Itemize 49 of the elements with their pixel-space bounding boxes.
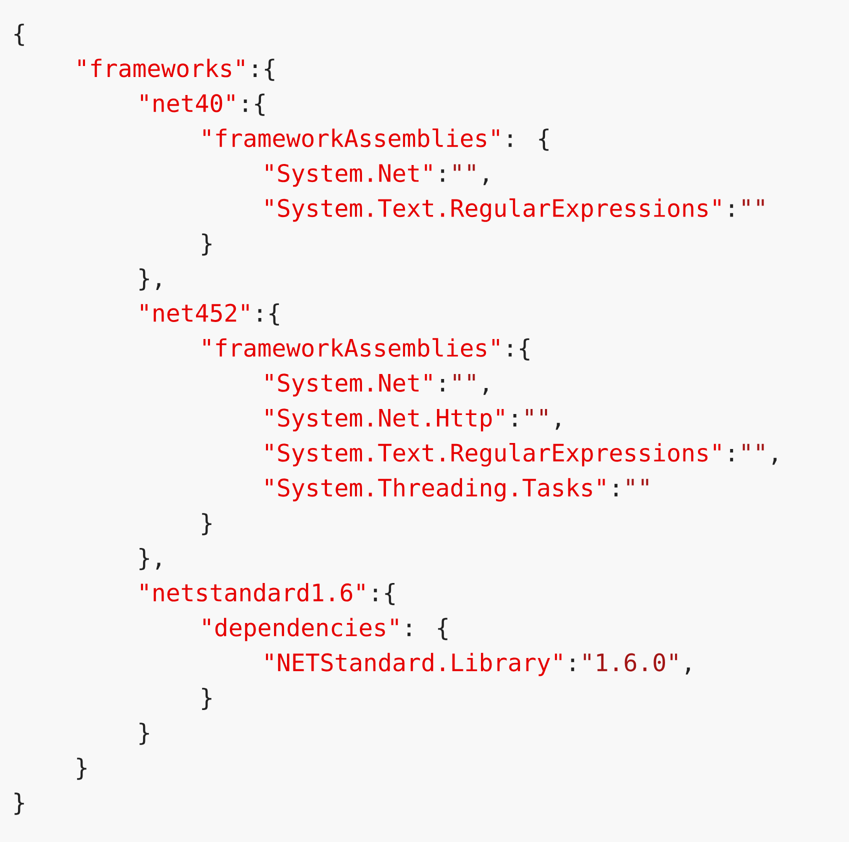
punctuation: {: [14, 24, 24, 46]
json-key: "System.Text.RegularExpressions": [266, 443, 720, 467]
punctuation: }: [140, 722, 149, 745]
punctuation: :{: [508, 338, 530, 360]
punctuation: :{: [254, 58, 274, 81]
json-key: "frameworkAssemblies": [203, 338, 499, 357]
json-key: "netstandard1.6": [140, 582, 364, 602]
punctuation: },: [140, 548, 160, 570]
punctuation: ,: [556, 422, 560, 430]
string-value: "": [627, 478, 648, 486]
string-value: "": [742, 444, 764, 450]
punctuation: :: [730, 448, 734, 462]
punctuation: :: [513, 414, 516, 426]
punctuation: :{: [244, 94, 264, 116]
json-key: "net40": [140, 94, 234, 112]
string-value: "": [454, 374, 475, 380]
json-key: "System.Net.Http": [266, 408, 504, 432]
punctuation: ,: [483, 388, 488, 395]
punctuation: }: [202, 233, 212, 256]
punctuation: :: [441, 169, 444, 182]
json-key: "System.Net": [266, 374, 432, 396]
punctuation: :{: [258, 303, 279, 326]
punctuation: }: [14, 792, 24, 815]
punctuation: ,: [772, 458, 777, 465]
string-value: "1.6.0": [584, 653, 678, 672]
json-key: "NETStandard.Library": [266, 652, 562, 676]
punctuation: },: [140, 268, 160, 291]
punctuation: :: [571, 658, 574, 672]
json-key: "frameworkAssemblies": [203, 128, 499, 148]
punctuation: }: [202, 513, 212, 536]
punctuation: : {: [408, 618, 448, 640]
string-value: "": [454, 164, 475, 171]
punctuation: }: [77, 758, 86, 780]
punctuation: :: [730, 204, 734, 217]
punctuation: : {: [508, 128, 548, 151]
json-key: "System.Net": [266, 164, 432, 187]
punctuation: ,: [483, 178, 488, 186]
json-key: "System.Text.RegularExpressions": [266, 198, 720, 222]
json-key: "dependencies": [203, 618, 398, 642]
punctuation: :: [441, 379, 444, 392]
string-value: "": [742, 199, 764, 206]
json-key: "frameworks": [78, 58, 244, 78]
json-key: "net452": [140, 304, 249, 322]
punctuation: }: [202, 688, 212, 710]
json-key: "System.Threading.Tasks": [266, 478, 605, 502]
string-value: "": [526, 408, 548, 416]
punctuation: :{: [374, 582, 394, 606]
punctuation: ,: [686, 668, 690, 674]
punctuation: :: [614, 484, 618, 496]
